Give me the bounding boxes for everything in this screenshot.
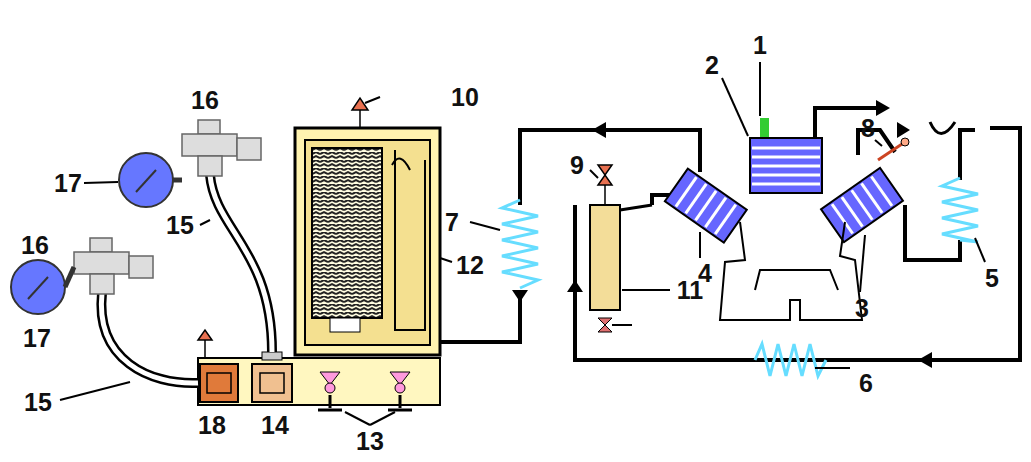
callout-number: 2 <box>705 53 719 78</box>
callout-number: 15 <box>166 213 194 238</box>
callout-number: 7 <box>445 210 459 235</box>
callout-number: 14 <box>261 413 289 438</box>
callout-number: 16 <box>191 88 219 113</box>
callout-number: 10 <box>451 85 479 110</box>
callout-number: 17 <box>54 171 82 196</box>
callout-number: 3 <box>855 296 869 321</box>
callout-number: 12 <box>456 253 484 278</box>
callout-number: 8 <box>861 116 875 141</box>
callout-number: 13 <box>356 429 384 454</box>
callout-number: 11 <box>677 278 703 303</box>
callout-number: 16 <box>21 233 49 258</box>
callout-number: 15 <box>24 390 52 415</box>
callout-number: 1 <box>753 33 767 58</box>
callout-number: 5 <box>985 266 999 291</box>
callout-number: 18 <box>198 413 226 438</box>
callout-number: 17 <box>23 326 51 351</box>
callout-number: 9 <box>570 153 584 178</box>
callout-number: 6 <box>859 371 873 396</box>
